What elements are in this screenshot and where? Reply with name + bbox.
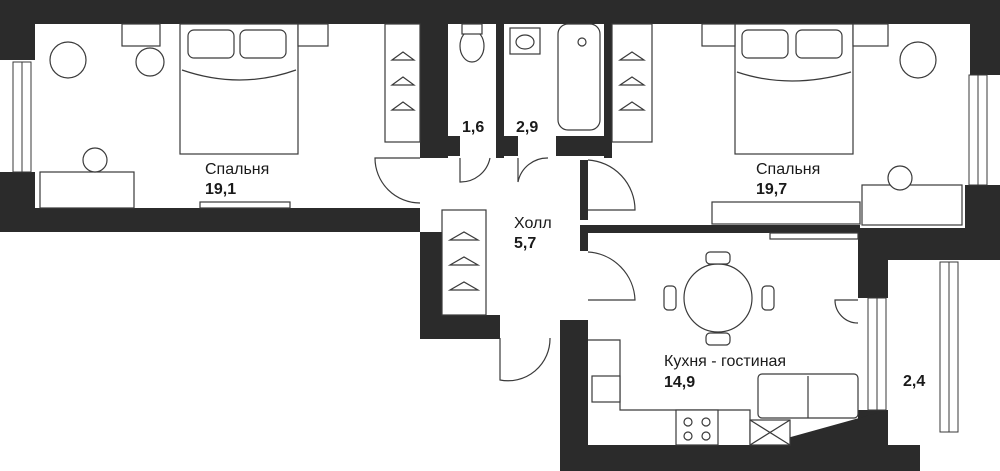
room-area: 14,9 [664,374,695,391]
room-area: 19,1 [205,181,236,198]
doors [374,157,859,382]
room-area: 5,7 [514,235,536,252]
room-name: Кухня - гостиная [664,353,786,370]
windows [12,61,988,433]
room-name: Холл [514,215,552,232]
furniture [39,23,963,446]
room-name: Спальня [205,161,269,178]
room-area: 2,9 [516,119,538,136]
room-area: 1,6 [462,119,484,136]
room-area: 19,7 [756,181,787,198]
room-area: 2,4 [903,373,925,390]
room-labels: Спальня 19,1 1,6 2,9 Спальня 19,7 Холл 5… [205,119,925,391]
room-name: Спальня [756,161,820,178]
